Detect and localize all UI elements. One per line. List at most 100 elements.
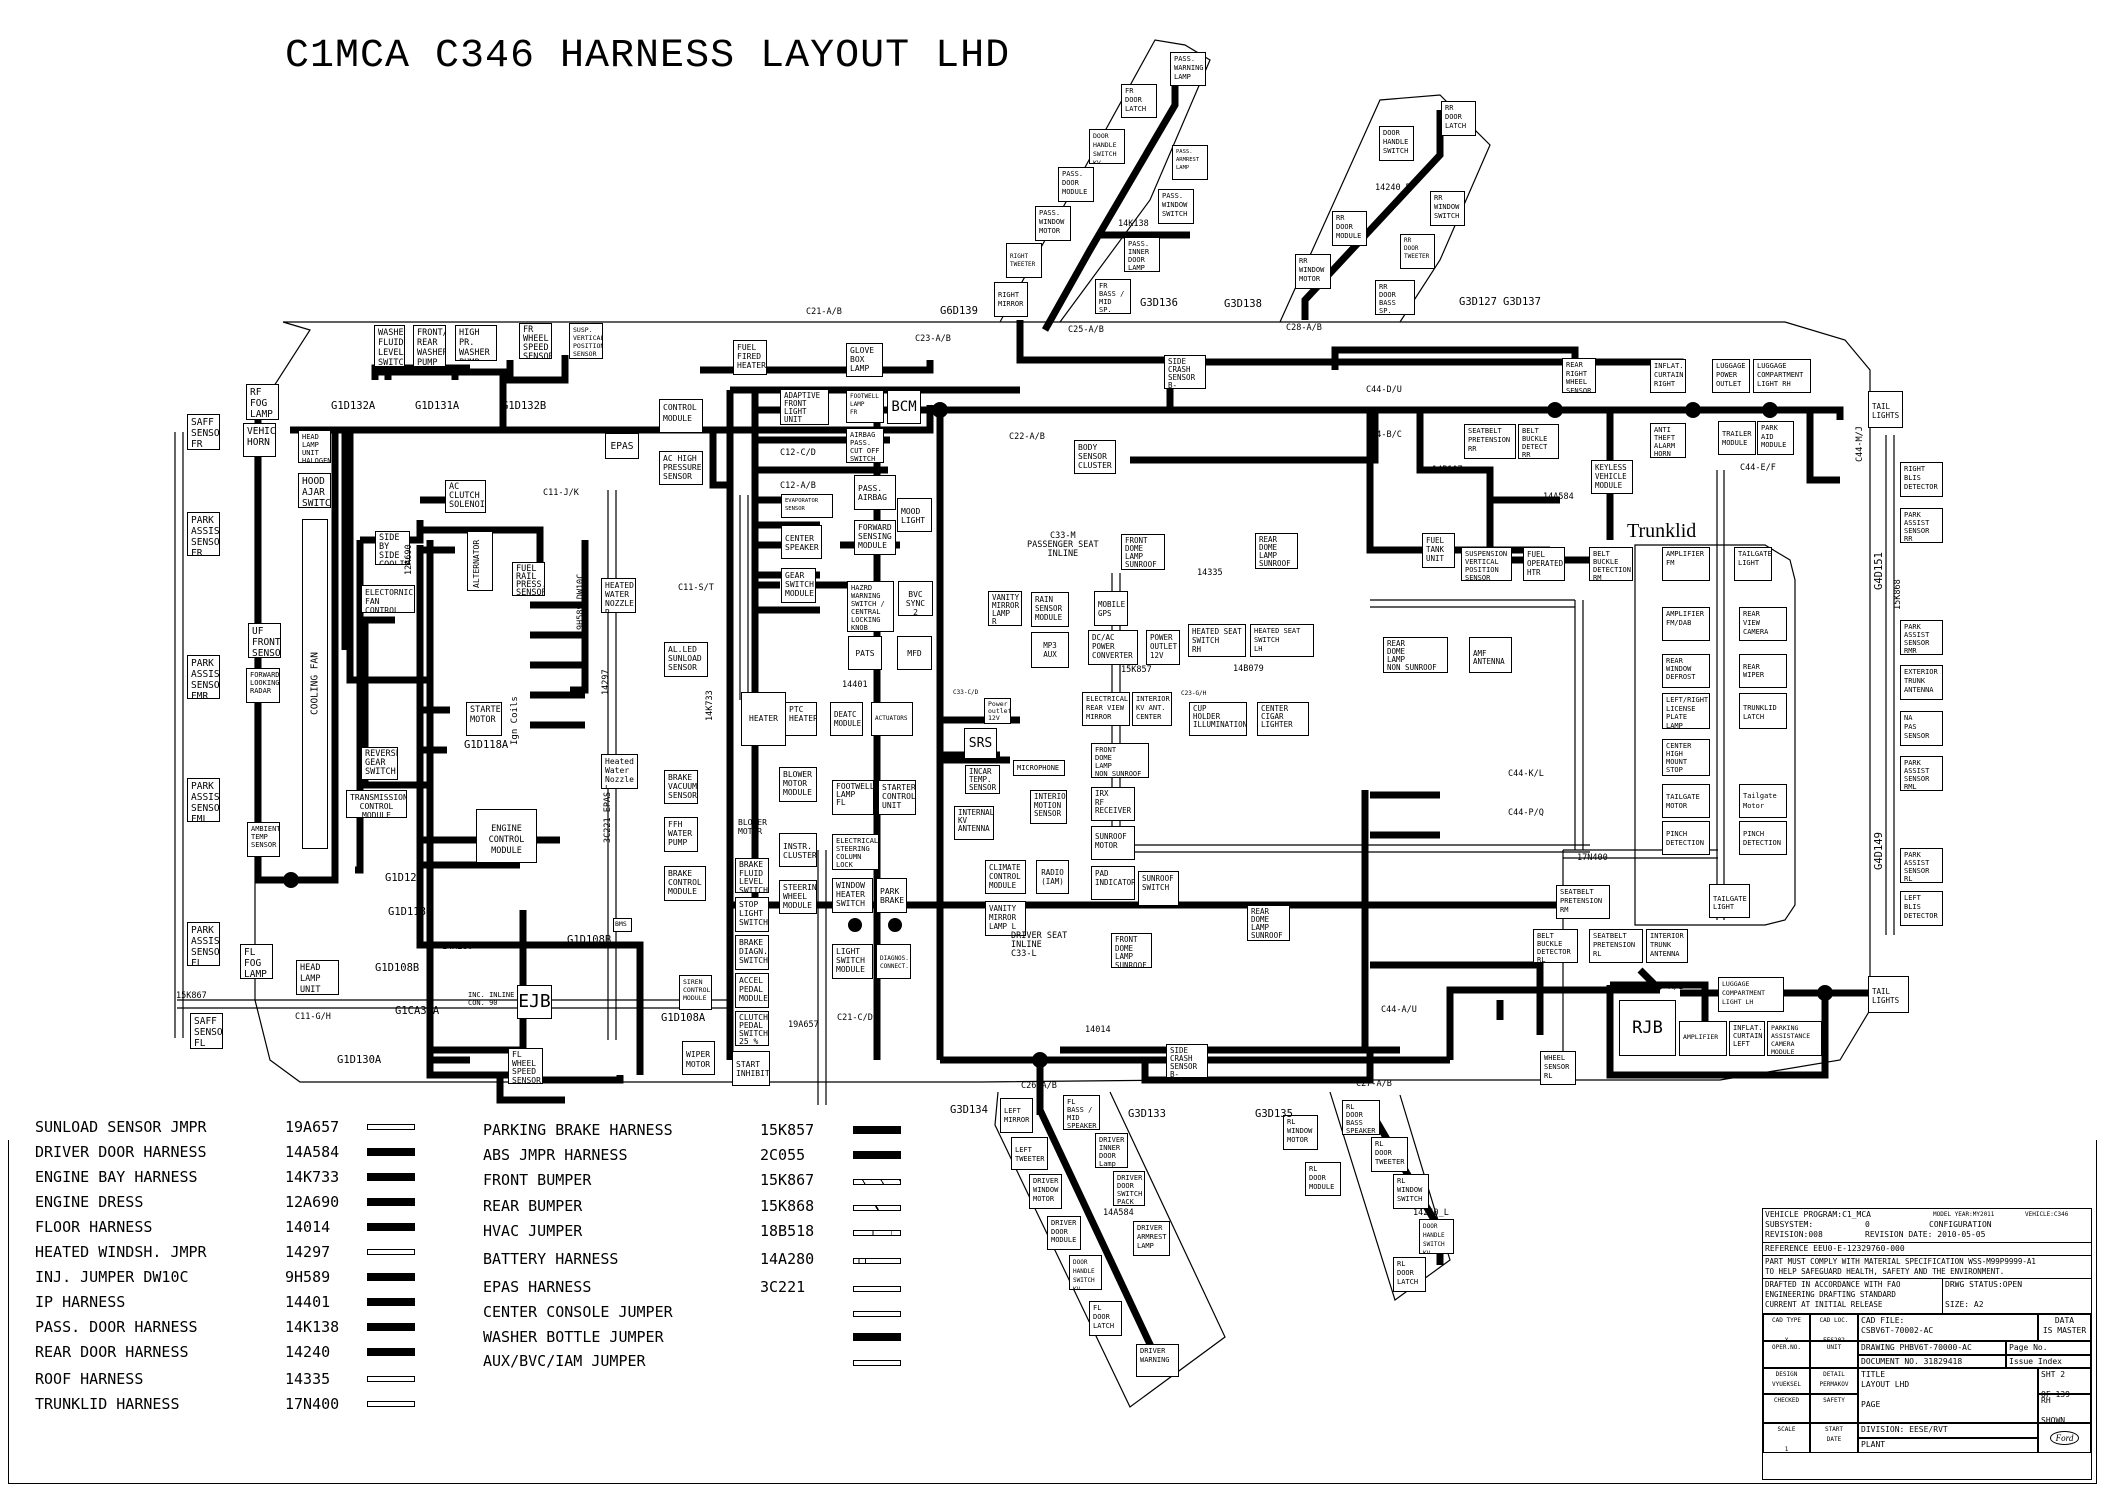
component-right-tweeter: RIGHT TWEETER xyxy=(1006,243,1042,278)
component-driver-window-motor: DRIVER WINDOW MOTOR xyxy=(1029,1174,1062,1209)
component-heater: HEATER xyxy=(741,692,786,746)
component-climate-control: CLIMATE CONTROL MODULE xyxy=(985,860,1026,894)
tb-drawing-status: DRWG STATUS:OPEN SIZE: A2 xyxy=(1943,1279,2091,1314)
component-vanity-mirror-r: VANITY MIRROR LAMP R xyxy=(988,591,1022,626)
component-license-plate-lamp: LEFT/RIGHT LICENSE PLATE LAMP xyxy=(1662,693,1710,729)
component-mp3-aux: MP3 AUX xyxy=(1031,632,1069,668)
component-tail-lights-lh: TAIL LIGHTS xyxy=(1868,976,1909,1013)
component-driver-door-switch-pack: DRIVER DOOR SWITCH PACK xyxy=(1113,1171,1145,1206)
harness-id-label: 14A584 xyxy=(1103,1208,1134,1218)
connector-label: C33-M PASSENGER SEAT INLINE xyxy=(1027,531,1099,559)
component-reverse-gear: REVERSE GEAR SWITCH xyxy=(361,747,398,780)
component-starter-motor: STARTER MOTOR xyxy=(466,702,502,736)
legend-swatch-solid xyxy=(853,1126,901,1134)
legend-swatch-hollow xyxy=(367,1249,415,1255)
component-forward-sensing: FORWARD SENSING MODULE xyxy=(854,520,896,555)
component-parking-camera-module: PARKING ASSISTANCE CAMERA MODULE xyxy=(1767,1021,1822,1056)
component-vanity-mirror-l: VANITY MIRROR LAMP L xyxy=(985,901,1026,936)
ground-label: G3D136 xyxy=(1140,297,1178,309)
component-park-assist-fl: PARK ASSIST SENSOR FL xyxy=(187,922,220,966)
component-start-inhibit: START INHIBIT xyxy=(732,1051,770,1086)
legend-swatch-solid xyxy=(367,1298,415,1306)
component-deatc-module: DEATC MODULE xyxy=(830,702,863,736)
component-bms: BMS xyxy=(613,918,632,932)
component-glove-box-lamp: GLOVE BOX LAMP xyxy=(846,343,883,377)
harness-id-label: 17N400 xyxy=(1577,853,1608,863)
title-block: VEHICLE PROGRAM:C1_MCA MODEL YEAR:MY2011… xyxy=(1762,1208,2092,1480)
ground-label: G6D139 xyxy=(940,305,978,317)
component-fl-fog-lamp: FL FOG LAMP xyxy=(240,944,273,979)
harness-id-label: 15K868 xyxy=(1893,579,1903,610)
legend-swatch-solid xyxy=(367,1173,415,1181)
connector-label: C21-A/B xyxy=(806,307,842,317)
component-interior-kv-center: INTERIOR KV ANT. CENTER xyxy=(1132,692,1172,726)
component-radio-iam: RADIO (IAM) xyxy=(1036,860,1069,894)
component-pass-window-motor: PASS. WINDOW MOTOR xyxy=(1035,206,1071,241)
tb-reference: REFERENCE EEU0-E-12329760-000 xyxy=(1763,1243,2091,1256)
tb-issue-index: Issue Index xyxy=(2006,1355,2091,1368)
component-head-lamp-r: HEAD LAMP UNIT HALOGEN xyxy=(298,430,331,463)
component-belt-buckle-rm: BELT BUCKLE DETECTION RM xyxy=(1589,547,1633,581)
component-vehicle-horn: VEHICLE HORN xyxy=(243,423,276,457)
component-interior-motion: INTERIOR MOTION SENSOR xyxy=(1030,790,1067,824)
harness-id-label: 14K138 xyxy=(1118,219,1149,229)
component-left-tweeter: LEFT TWEETER xyxy=(1011,1137,1048,1170)
component-center-speaker: CENTER SPEAKER xyxy=(781,525,822,559)
component-na-pas-sensor: NA PAS SENSOR xyxy=(1900,711,1943,746)
component-suspension-vertical-rr: SUSPENSION VERTICAL POSITION SENSOR xyxy=(1461,547,1512,581)
component-pad-indicator: PAD INDICATOR xyxy=(1091,866,1135,900)
component-brake-control-module: BRAKE CONTROL MODULE xyxy=(664,866,706,901)
connector-label: C26-A/B xyxy=(1021,1081,1057,1091)
component-park-assist-fml: PARK ASSIST SENSOR FML xyxy=(187,778,220,822)
harness-id-label: 14297 xyxy=(601,669,611,695)
component-saff-sensor-fr: SAFF SENSOR FR xyxy=(187,414,220,450)
component-sunroof-switch: SUNROOF SWITCH xyxy=(1138,871,1179,906)
component-airbag-cutoff: AIRBAG PASS. CUT OFF SWITCH xyxy=(846,428,884,463)
component-right-blis: RIGHT BLIS DETECTOR xyxy=(1900,462,1943,497)
component-fl-wheel-speed: FL WHEEL SPEED SENSOR xyxy=(508,1048,543,1084)
component-brake-fluid-switch: BRAKE FLUID LEVEL SWITCH xyxy=(735,858,769,893)
ground-label: G3D133 xyxy=(1128,1108,1166,1120)
component-seatbelt-pretension-rr: SEATBELT PRETENSION RR xyxy=(1464,424,1516,459)
harness-id-label: 14401 xyxy=(842,680,868,690)
connector-label: DRIVER SEAT INLINE C33-L xyxy=(1011,931,1068,959)
component-amplifier-fm-dab: AMPLIFIER FM/DAB xyxy=(1662,607,1710,641)
component-blower-motor: BLOWER MOTOR xyxy=(738,818,767,836)
component-fr-door-latch: FR DOOR LATCH xyxy=(1121,84,1157,118)
tb-logo-cell: Ford xyxy=(2038,1423,2091,1453)
component-fuel-operated-htr: FUEL OPERATED HTR xyxy=(1523,547,1565,581)
ign-coils-label: Ign Coils xyxy=(510,696,520,745)
component-bvc-sync: BVC SYNC 2 xyxy=(898,581,933,616)
legend-swatch-hollow xyxy=(367,1401,415,1407)
tb-start-date: START DATE xyxy=(1810,1423,1858,1453)
component-accel-pedal: ACCEL PEDAL MODULE xyxy=(735,973,769,1008)
component-park-assist-rmr: PARK ASSIST SENSOR RMR xyxy=(1900,620,1943,655)
tb-cad-file: CAD FILE: CSBV6T-70002-AC xyxy=(1858,1314,2038,1341)
component-rjb: RJB xyxy=(1619,1000,1676,1056)
component-luggage-power-outlet: LUGGAGE POWER OUTLET xyxy=(1712,359,1750,393)
legend-swatch-solid xyxy=(367,1323,415,1331)
connector-label: C44-K/L xyxy=(1508,769,1544,779)
ejb-inline-label: INC. INLINE CON. 90 xyxy=(468,991,515,1007)
component-inflat-curtain-left: INFLAT. CURTAIN LEFT xyxy=(1729,1021,1765,1056)
component-tcm: TRANSMISSION CONTROL MODULE xyxy=(346,790,407,818)
component-exterior-trunk-antenna: EXTERIOR TRUNK ANTENNA xyxy=(1900,665,1943,700)
component-anti-theft-horn: ANTI THEFT ALARM HORN xyxy=(1650,423,1686,458)
harness-id-label: 19A657 xyxy=(788,1020,819,1030)
component-park-aid-module: PARK AID MODULE xyxy=(1757,421,1794,455)
component-rear-dome-sunroof: REAR DOME LAMP SUNROOF xyxy=(1255,533,1298,569)
component-driver-armrest-lamp: DRIVER ARMREST LAMP xyxy=(1133,1221,1170,1256)
legend-swatch-hollow xyxy=(853,1286,901,1292)
component-park-assist-fr: PARK ASSIST SENSOR FR xyxy=(187,512,220,556)
component-rear-right-wheel-sensor: REAR RIGHT WHEEL SENSOR xyxy=(1562,358,1596,393)
component-heated-water-nozzle-l: Heated Water Nozzle L xyxy=(601,754,638,789)
component-tailgate-light-1: TAILGATE LIGHT xyxy=(1734,547,1772,581)
ground-label: G4D151 xyxy=(1873,552,1885,590)
component-park-assist-rml: PARK ASSIST SENSOR RML xyxy=(1900,756,1943,791)
component-gear-switch: GEAR SWITCH MODULE xyxy=(781,568,816,603)
component-actuators: ACTUATORS xyxy=(871,702,913,736)
tb-vehicle-program: VEHICLE PROGRAM:C1_MCA MODEL YEAR:MY2011… xyxy=(1763,1209,2091,1243)
component-side-crash-lh: SIDE CRASH SENSOR B-PILLAR xyxy=(1166,1044,1208,1078)
tb-drawing: DRAWING PHBV6T-70000-AC xyxy=(1858,1341,2006,1355)
component-left-mirror: LEFT MIRROR xyxy=(1000,1098,1033,1133)
